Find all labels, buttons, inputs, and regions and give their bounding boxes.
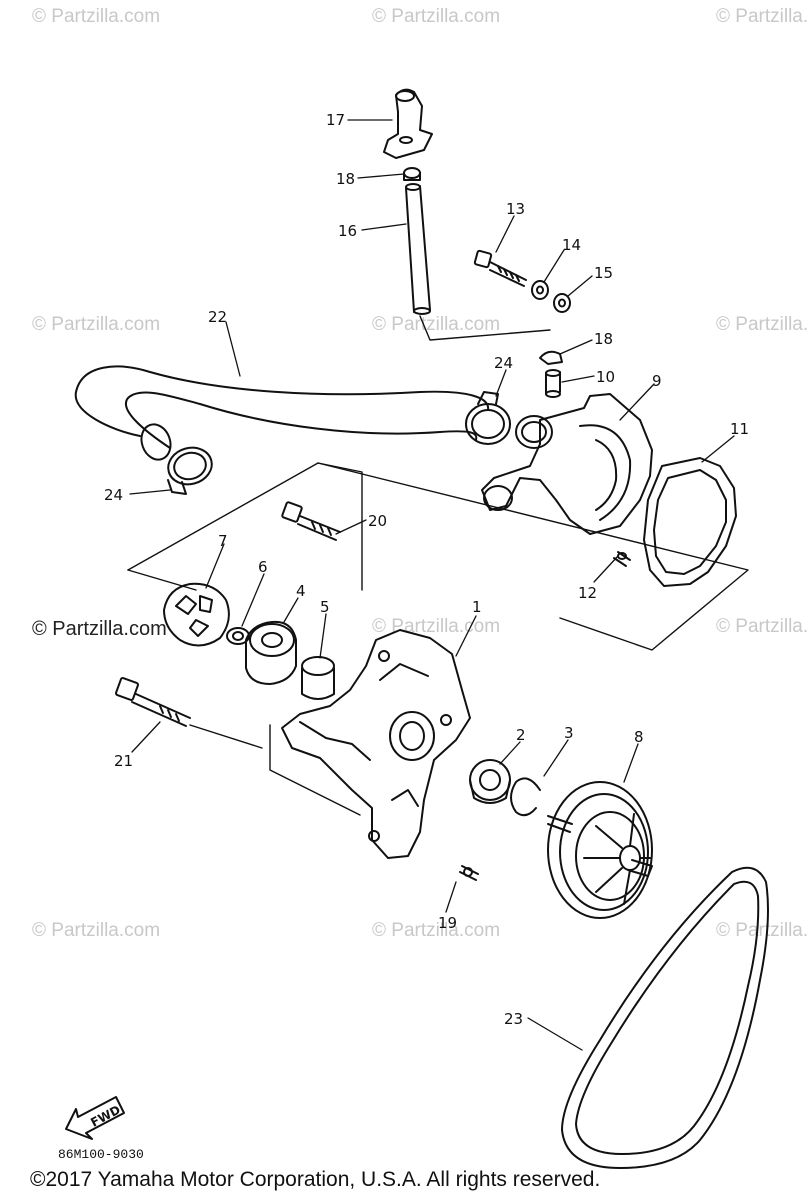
label-2: 2 [516,726,526,744]
watermark-mid-left: © Partzilla.com [32,314,161,335]
part-22-v-belt [561,866,769,1169]
copyright-notice: ©2017 Yamaha Motor Corporation, U.S.A. A… [30,1168,601,1191]
label-21: 21 [114,752,133,770]
part-10-pipe [545,369,561,398]
label-24-right: 24 [494,354,513,372]
part-6-washer [226,627,250,645]
label-15: 15 [594,264,613,282]
part-4-mechanical-seal [245,620,297,685]
part-8-pulley [547,781,653,919]
label-16: 16 [338,222,357,240]
leader-lines [129,119,735,1051]
label-18-upper: 18 [336,170,355,188]
label-1: 1 [472,598,482,616]
part-18-hose-clip-lower [539,350,563,365]
part-12-dowel-pin [613,551,631,567]
part-14-washer [531,280,549,300]
part-15-washer [553,293,571,313]
label-11: 11 [730,420,749,438]
label-18-lower: 18 [594,330,613,348]
part-1-pump-body [281,629,471,859]
watermark-low-left: © Partzilla.com [32,920,161,941]
watermark-top-right: © Partzilla.com [716,6,808,27]
part-24-hose-clamp-left [167,446,213,495]
part-3-circlip [510,777,541,817]
label-8: 8 [634,728,644,746]
part-24-hose-clamp-right [465,391,511,445]
diagram-code: 86M100-9030 [58,1147,144,1162]
part-5-bushing [301,656,335,700]
part-19-dowel-pin [459,865,479,881]
label-22: 23 [504,1010,523,1028]
label-5: 5 [320,598,330,616]
part-9-pump-housing-cover [481,393,653,535]
label-19: 19 [438,914,457,932]
label-3: 3 [564,724,574,742]
forward-arrow-icon: FWD [65,1096,125,1140]
label-6: 6 [258,558,268,576]
part-20-bolt [281,501,341,541]
part-21-bolt [115,677,191,727]
label-9: 9 [652,372,662,390]
part-17-elbow-fitting [383,88,433,159]
watermark-top-left: © Partzilla.com [32,6,161,27]
label-13: 13 [506,200,525,218]
part-16-hose [405,183,431,315]
watermark-left-dark: © Partzilla.com [32,618,167,640]
label-14: 14 [562,236,581,254]
watermark-low-center: © Partzilla.com [372,920,501,941]
label-7: 7 [218,532,228,550]
part-7-impeller [163,582,230,647]
part-13-bolt [473,249,527,287]
watermark-low-right: © Partzilla.com [716,920,808,941]
assembly-lines [127,315,749,816]
label-4: 4 [296,582,306,600]
part-23-large-hose [74,365,490,461]
label-12: 12 [578,584,597,602]
part-2-bearing [469,759,511,804]
watermark-top-center: © Partzilla.com [372,6,501,27]
label-24-left: 24 [104,486,123,504]
label-17: 17 [326,111,345,129]
watermark-right-2: © Partzilla.com [716,616,808,637]
label-20: 20 [368,512,387,530]
label-23: 22 [208,308,227,326]
watermark-mid-center: © Partzilla.com [372,314,501,335]
part-18-hose-clip-upper [403,167,421,181]
label-10: 10 [596,368,615,386]
watermark-mid-right: © Partzilla.com [716,314,808,335]
part-11-gasket [643,457,737,587]
